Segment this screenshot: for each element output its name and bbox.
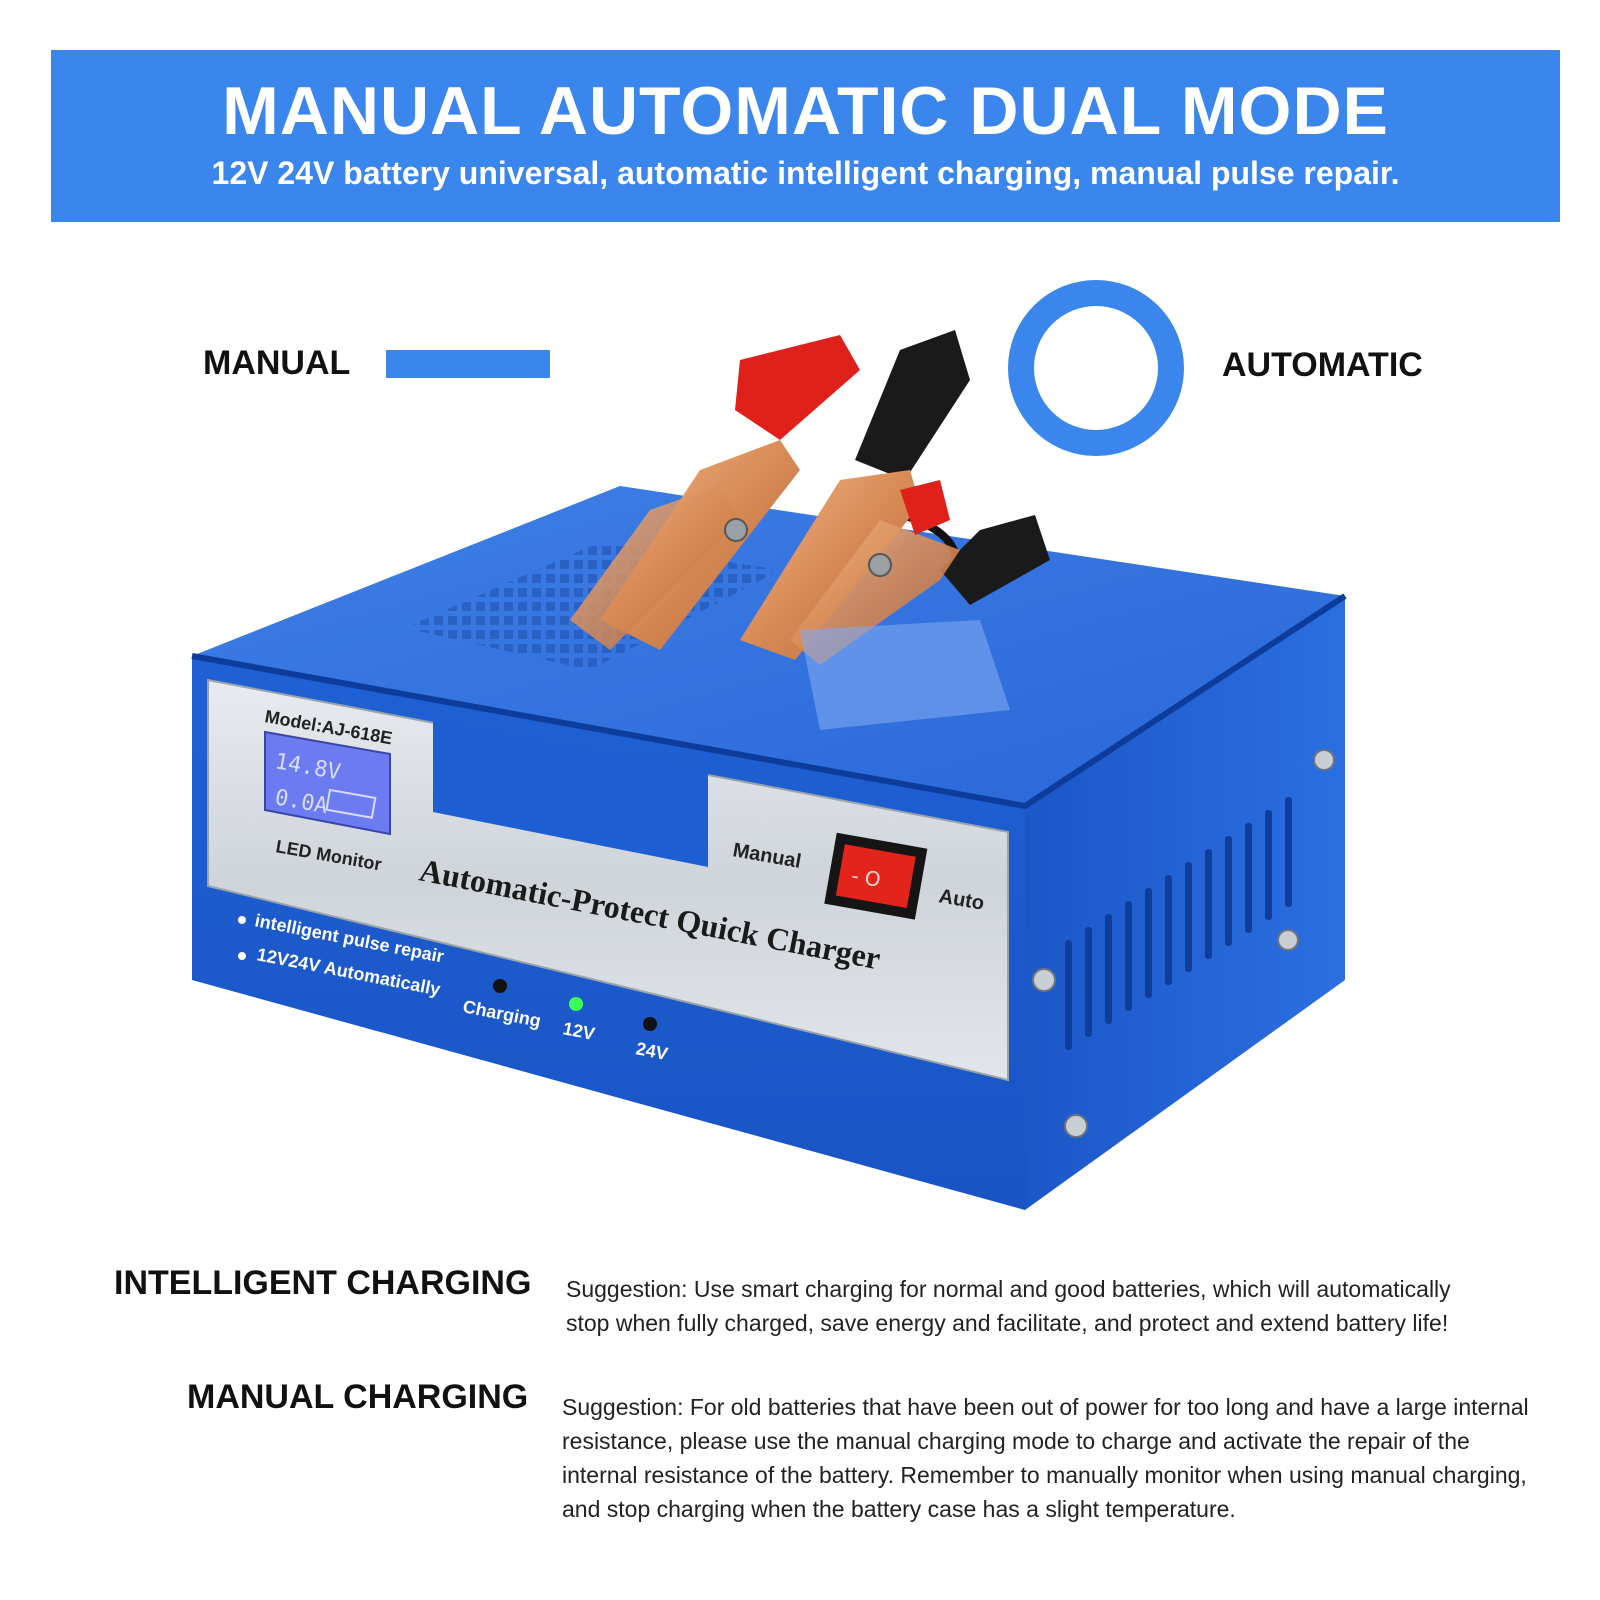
screw-icon xyxy=(1313,749,1335,771)
screw-icon xyxy=(1032,968,1056,992)
lcd-battery-icon xyxy=(325,788,377,819)
front-nameplate xyxy=(207,678,1009,1082)
screw-icon xyxy=(1277,929,1299,951)
header-banner: MANUAL AUTOMATIC DUAL MODE 12V 24V batte… xyxy=(51,50,1560,222)
battery-charger-illustration: 14.8V 0.0A Model:AJ-618E LED Monitor Aut… xyxy=(191,330,1347,1210)
manual-charging-heading: MANUAL CHARGING xyxy=(187,1378,529,1416)
manual-mode-label: MANUAL xyxy=(203,344,351,382)
page-title: MANUAL AUTOMATIC DUAL MODE xyxy=(222,73,1389,149)
automatic-mode-label: AUTOMATIC xyxy=(1222,346,1423,384)
24v-led xyxy=(643,1017,657,1031)
mode-switch: - O xyxy=(824,832,928,920)
intelligent-charging-heading: INTELLIGENT CHARGING xyxy=(114,1264,532,1302)
side-vents xyxy=(1065,797,1292,1050)
manual-charging-text: Suggestion: For old batteries that have … xyxy=(562,1394,1529,1522)
lcd-display: 14.8V 0.0A xyxy=(264,730,391,836)
screw-icon xyxy=(1064,1114,1088,1138)
page-subtitle: 12V 24V battery universal, automatic int… xyxy=(211,155,1400,191)
intelligent-charging-text: Suggestion: Use smart charging for norma… xyxy=(566,1276,1451,1336)
charging-led xyxy=(493,979,507,993)
switch-glyph: - O xyxy=(850,863,883,892)
red-clamp-icon xyxy=(570,335,860,650)
manual-bar-icon xyxy=(386,350,550,378)
12v-led xyxy=(569,997,583,1011)
